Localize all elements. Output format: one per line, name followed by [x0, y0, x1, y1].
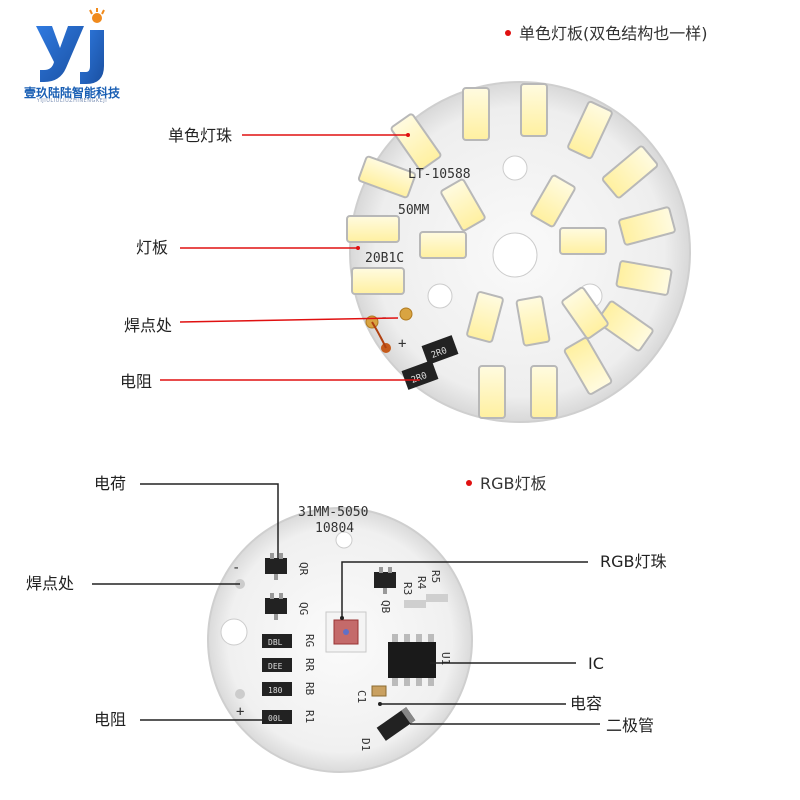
- single-color-board-diagram: LT-10588 50MM 20B1C - + 2R0 2R0: [160, 81, 691, 423]
- label-solder-1: 焊点处: [124, 316, 173, 335]
- brand-subtitle: YIJIULIULIUZHINENGKEJI: [36, 98, 108, 104]
- capacitor: [371, 685, 387, 697]
- ic-chip: U1: [388, 634, 452, 686]
- label-board: 灯板: [136, 238, 169, 257]
- pcb-plus-text: +: [398, 336, 406, 352]
- svg-text:R3: R3: [401, 582, 414, 595]
- logo-mark: [36, 8, 105, 84]
- pcb-size-text: 50MM: [398, 203, 429, 218]
- svg-text:R5: R5: [429, 570, 442, 583]
- label-diode: 二极管: [606, 716, 655, 735]
- rgb-board-diagram: 31MM-5050 10804 - + QR QG QB R3 R4 R5: [92, 483, 600, 773]
- section1-title-text: 单色灯板(双色结构也一样): [519, 24, 708, 43]
- bullet-dot: [466, 479, 472, 486]
- transistor-qr: QR: [265, 553, 310, 580]
- label-rgb-led: RGB灯珠: [600, 552, 667, 571]
- svg-text:RG: RG: [303, 634, 316, 647]
- svg-text:RB: RB: [303, 682, 316, 696]
- resistor-column: DBL DEE 180 00L: [262, 634, 292, 724]
- label-capacitor: 电容: [570, 694, 603, 713]
- bullet-dot: [505, 29, 511, 36]
- section2-title-text: RGB灯板: [480, 474, 547, 493]
- diode: [376, 707, 416, 741]
- svg-text:R4: R4: [415, 576, 428, 590]
- svg-text:R1: R1: [303, 710, 316, 723]
- label-resistor-1: 电阻: [120, 372, 153, 391]
- rgb-minus-text: -: [232, 560, 240, 576]
- svg-text:180: 180: [268, 686, 283, 695]
- label-resistor-2: 电阻: [94, 710, 127, 729]
- leader-solder: [179, 317, 399, 323]
- svg-text:QG: QG: [297, 602, 310, 615]
- brand-name: 壹玖陆陆智能科技: [23, 86, 120, 100]
- label-transistor: 电荷: [94, 474, 127, 493]
- pcb-model-text: LT-10588: [408, 167, 471, 182]
- svg-text:00L: 00L: [268, 714, 283, 723]
- svg-text:D1: D1: [359, 738, 372, 751]
- svg-text:DBL: DBL: [268, 638, 283, 647]
- led-ring: [346, 83, 676, 419]
- label-solder-2: 焊点处: [26, 574, 75, 593]
- svg-text:QR: QR: [297, 562, 310, 576]
- section1-title: 单色灯板(双色结构也一样): [505, 24, 708, 44]
- section2-title: RGB灯板: [466, 474, 547, 494]
- resistor-chip-2: 2R0: [401, 360, 439, 390]
- label-ic: IC: [588, 654, 604, 673]
- label-single-led: 单色灯珠: [168, 126, 233, 145]
- leader-rgb-led: [341, 561, 588, 618]
- rgb-plus-text: +: [236, 704, 244, 720]
- svg-text:RR: RR: [303, 658, 316, 672]
- svg-text:U1: U1: [439, 652, 452, 665]
- rgb-model-text: 31MM-5050: [298, 505, 368, 520]
- leader-transistor: [140, 483, 279, 560]
- resistor-chip-1: 2R0: [421, 335, 459, 365]
- rgb-led: [325, 611, 367, 653]
- rgb-code-text: 10804: [315, 521, 354, 536]
- svg-text:C1: C1: [355, 690, 368, 703]
- svg-text:QB: QB: [379, 600, 392, 614]
- transistor-qg: QG: [265, 593, 310, 620]
- transistor-qb: QB: [374, 567, 396, 614]
- pcb-code-text: 20B1C: [365, 251, 404, 266]
- svg-text:DEE: DEE: [268, 662, 283, 671]
